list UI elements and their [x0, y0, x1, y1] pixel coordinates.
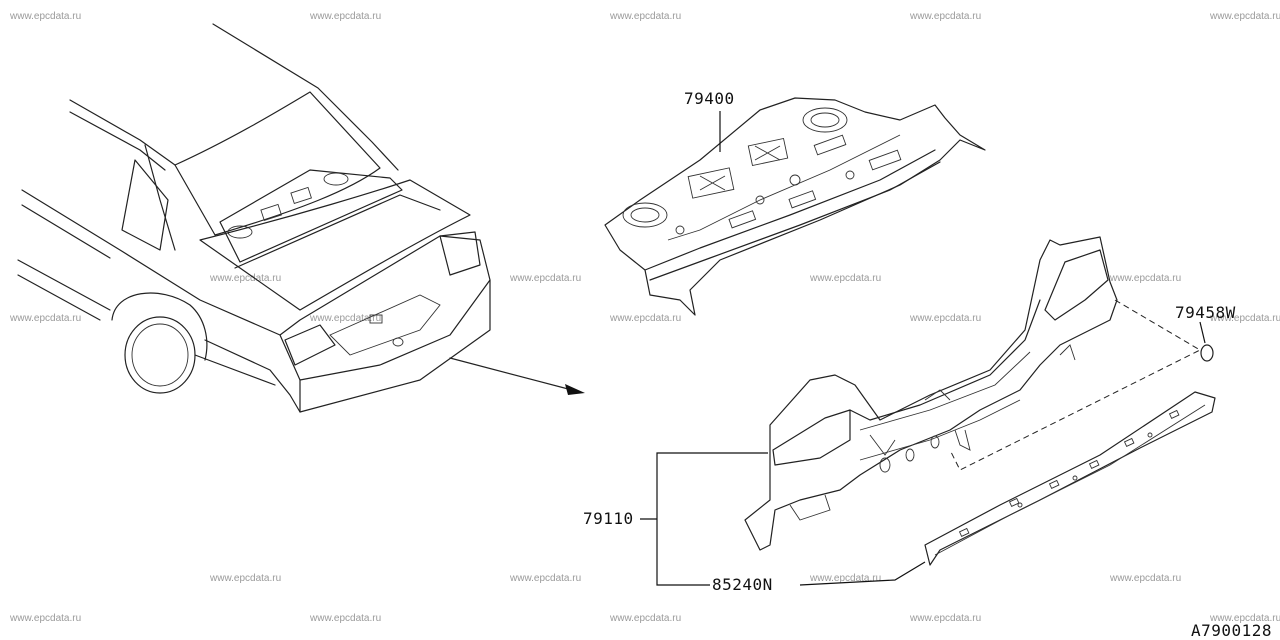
part-label-79110[interactable]: 79110 [583, 509, 634, 528]
watermark-text: www.epcdata.ru [10, 313, 82, 324]
watermark-text: www.epcdata.ru [10, 613, 82, 624]
diagram-code: A7900128 [1190, 621, 1272, 640]
watermark-text: www.epcdata.ru [510, 273, 582, 284]
watermark-text: www.epcdata.ru [810, 273, 882, 284]
watermark-text: www.epcdata.ru [1110, 273, 1182, 284]
watermark-text: www.epcdata.ru [610, 613, 682, 624]
watermark-text: www.epcdata.ru [210, 573, 282, 584]
rear-parcel-shelf-79400 [604, 97, 986, 316]
direction-arrow [449, 357, 585, 395]
assembly-line [949, 299, 1202, 471]
watermark-text: www.epcdata.ru [310, 313, 382, 324]
watermark-text: www.epcdata.ru [1210, 613, 1280, 624]
bumper-reinforcement-85240n [924, 391, 1216, 566]
part-label-79400[interactable]: 79400 [684, 89, 735, 108]
watermark-text: www.epcdata.ru [1110, 573, 1182, 584]
watermark-text: www.epcdata.ru [510, 573, 582, 584]
watermark-text: www.epcdata.ru [1210, 11, 1280, 22]
watermark-text: www.epcdata.ru [910, 11, 982, 22]
watermark-text: www.epcdata.ru [910, 313, 982, 324]
leader-lines [640, 111, 1206, 586]
watermark-text: www.epcdata.ru [310, 613, 382, 624]
part-label-85240n[interactable]: 85240N [712, 575, 773, 594]
watermark-text: www.epcdata.ru [310, 11, 382, 22]
car-body-illustration [17, 23, 491, 413]
watermark-text: www.epcdata.ru [210, 273, 282, 284]
watermark-text: www.epcdata.ru [1210, 313, 1280, 324]
part-label-79458w[interactable]: 79458W [1175, 303, 1236, 322]
watermark-text: www.epcdata.ru [610, 11, 682, 22]
plug-79458w [1200, 344, 1214, 362]
rear-panel-79110 [744, 236, 1118, 551]
watermark-text: www.epcdata.ru [810, 573, 882, 584]
watermark-text: www.epcdata.ru [10, 11, 82, 22]
watermark-text: www.epcdata.ru [610, 313, 682, 324]
watermark-text: www.epcdata.ru [910, 613, 982, 624]
